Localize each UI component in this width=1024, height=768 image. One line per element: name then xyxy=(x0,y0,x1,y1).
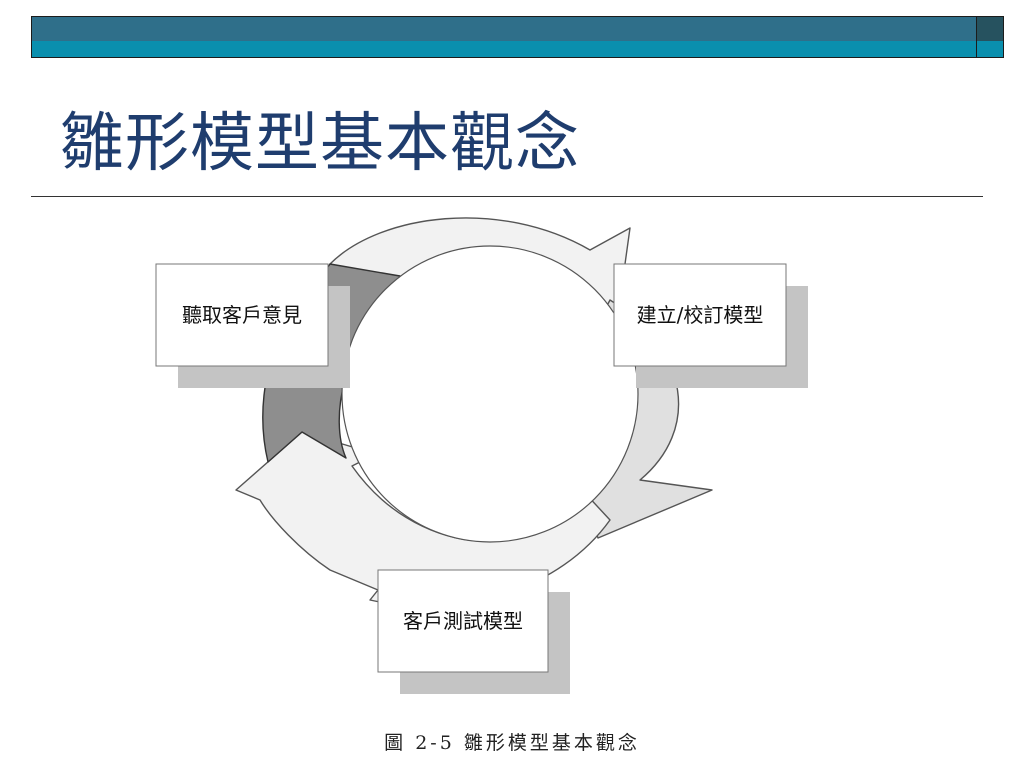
stage-box-listen-group: 聽取客戶意見 xyxy=(155,263,350,388)
cycle-center xyxy=(341,245,639,543)
stage-label-build: 建立/校訂模型 xyxy=(637,303,764,327)
stage-box-build xyxy=(613,263,787,367)
slide-title: 雛形模型基本觀念 xyxy=(60,107,580,181)
header-bar-stripe xyxy=(31,41,976,58)
stage-box-test xyxy=(377,569,549,673)
stage-label-listen: 聽取客戶意見 xyxy=(182,303,302,327)
prototype-cycle-diagram: 聽取客戶意見 建立/校訂模型 客戶測試模型 xyxy=(155,217,808,694)
title-divider xyxy=(31,196,983,197)
header-bar xyxy=(31,16,976,42)
header-corner-box-bottom xyxy=(976,41,1004,58)
figure-caption: 圖 2-5 雛形模型基本觀念 xyxy=(384,732,640,754)
stage-box-test-group: 客戶測試模型 xyxy=(377,569,570,694)
stage-label-test: 客戶測試模型 xyxy=(403,609,523,633)
header-corner-box-top xyxy=(976,16,1004,42)
stage-box-listen xyxy=(155,263,329,367)
stage-box-build-group: 建立/校訂模型 xyxy=(613,263,808,388)
